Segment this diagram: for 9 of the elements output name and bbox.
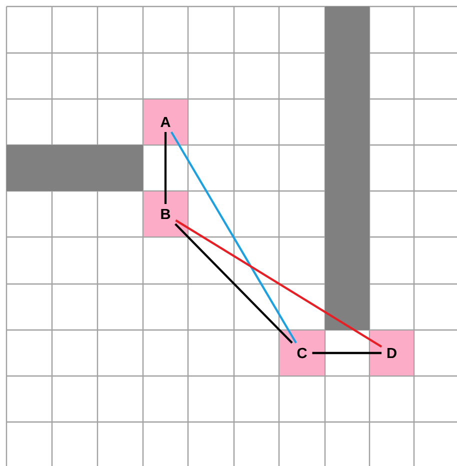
connector-line <box>170 131 297 344</box>
connector-line <box>164 132 167 204</box>
grid-cell: A <box>144 100 188 144</box>
grid-cell: D <box>370 330 414 376</box>
grid-cell: B <box>144 192 188 236</box>
connector-line <box>174 223 293 344</box>
connector-line <box>312 352 382 354</box>
grid-cell: C <box>280 330 324 376</box>
connector-line <box>175 219 382 348</box>
